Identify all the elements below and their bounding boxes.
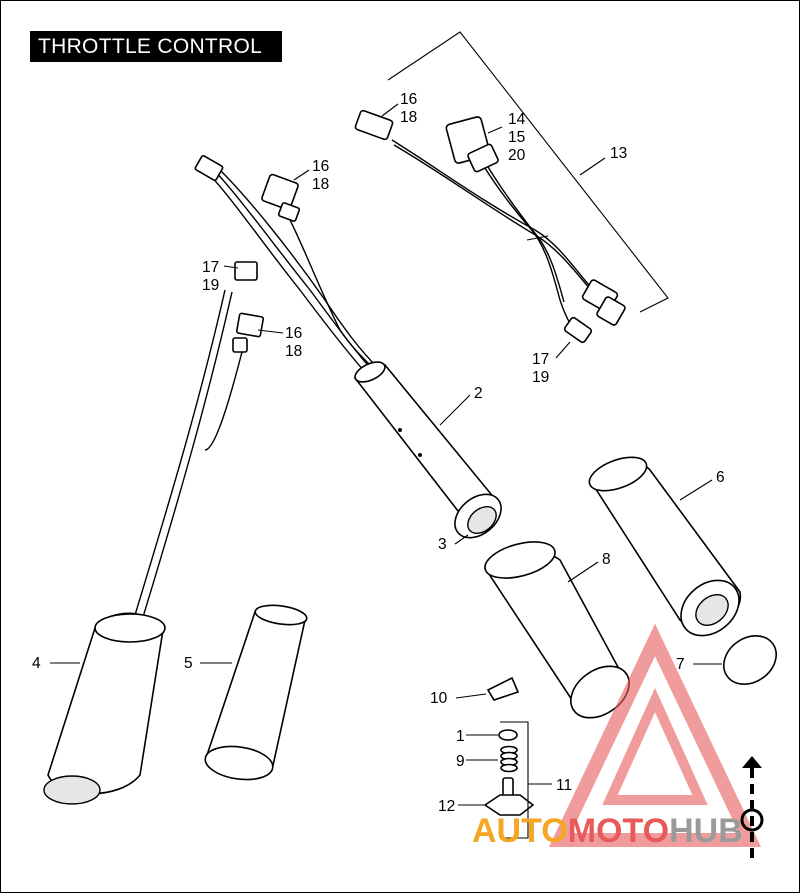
- washer-1: [498, 729, 518, 741]
- callout-18-lower: 18: [285, 343, 302, 360]
- callout-16-upper: 16: [400, 91, 417, 108]
- callout-5: 5: [184, 655, 193, 672]
- callout-12: 12: [438, 798, 455, 815]
- grip-6: [588, 456, 741, 637]
- throttle-grip-4: [43, 261, 265, 805]
- callout-labels: 13 14 15 20 16 18 16 18 16 18 17 19 17 1…: [32, 91, 725, 815]
- grip-sleeve-5: [204, 604, 308, 781]
- clip-10: [486, 676, 520, 701]
- end-cap-7: [723, 635, 777, 685]
- leader-lines: [50, 103, 722, 806]
- screw-12: [483, 777, 535, 816]
- callout-1: 1: [456, 728, 465, 745]
- callout-7: 7: [676, 656, 685, 673]
- callout-17-right: 17: [532, 351, 549, 368]
- callout-18-upper: 18: [400, 109, 417, 126]
- grip-8: [484, 541, 630, 719]
- automotohub-watermark-logo: AUTOMOTOHUB: [472, 623, 764, 860]
- callout-14: 14: [508, 111, 526, 128]
- callout-9: 9: [456, 753, 465, 770]
- callout-15: 15: [508, 129, 525, 146]
- callout-11: 11: [556, 777, 572, 794]
- diagram-title: THROTTLE CONTROL: [30, 31, 282, 62]
- callout-16-lower: 16: [285, 325, 302, 342]
- callout-2: 2: [474, 385, 483, 402]
- callout-17-left: 17: [202, 259, 219, 276]
- callout-20: 20: [508, 147, 526, 164]
- callout-3: 3: [438, 536, 447, 553]
- kit-bracket-11: [500, 721, 529, 839]
- svg-text:AUTOMOTOHUB: AUTOMOTOHUB: [472, 812, 743, 850]
- callout-16-middle: 16: [312, 158, 329, 175]
- callout-19-left: 19: [202, 277, 219, 294]
- spring-9: [500, 745, 518, 773]
- callout-19-right: 19: [532, 369, 549, 386]
- callout-8: 8: [602, 551, 611, 568]
- wiring-harness-13: [354, 31, 669, 344]
- throttle-tube-harness-2: [194, 155, 502, 539]
- callout-18-middle: 18: [312, 176, 329, 193]
- callout-13: 13: [610, 145, 627, 162]
- callout-4: 4: [32, 655, 41, 672]
- callout-6: 6: [716, 469, 725, 486]
- callout-10: 10: [430, 690, 448, 707]
- arrow-icon: [740, 756, 764, 860]
